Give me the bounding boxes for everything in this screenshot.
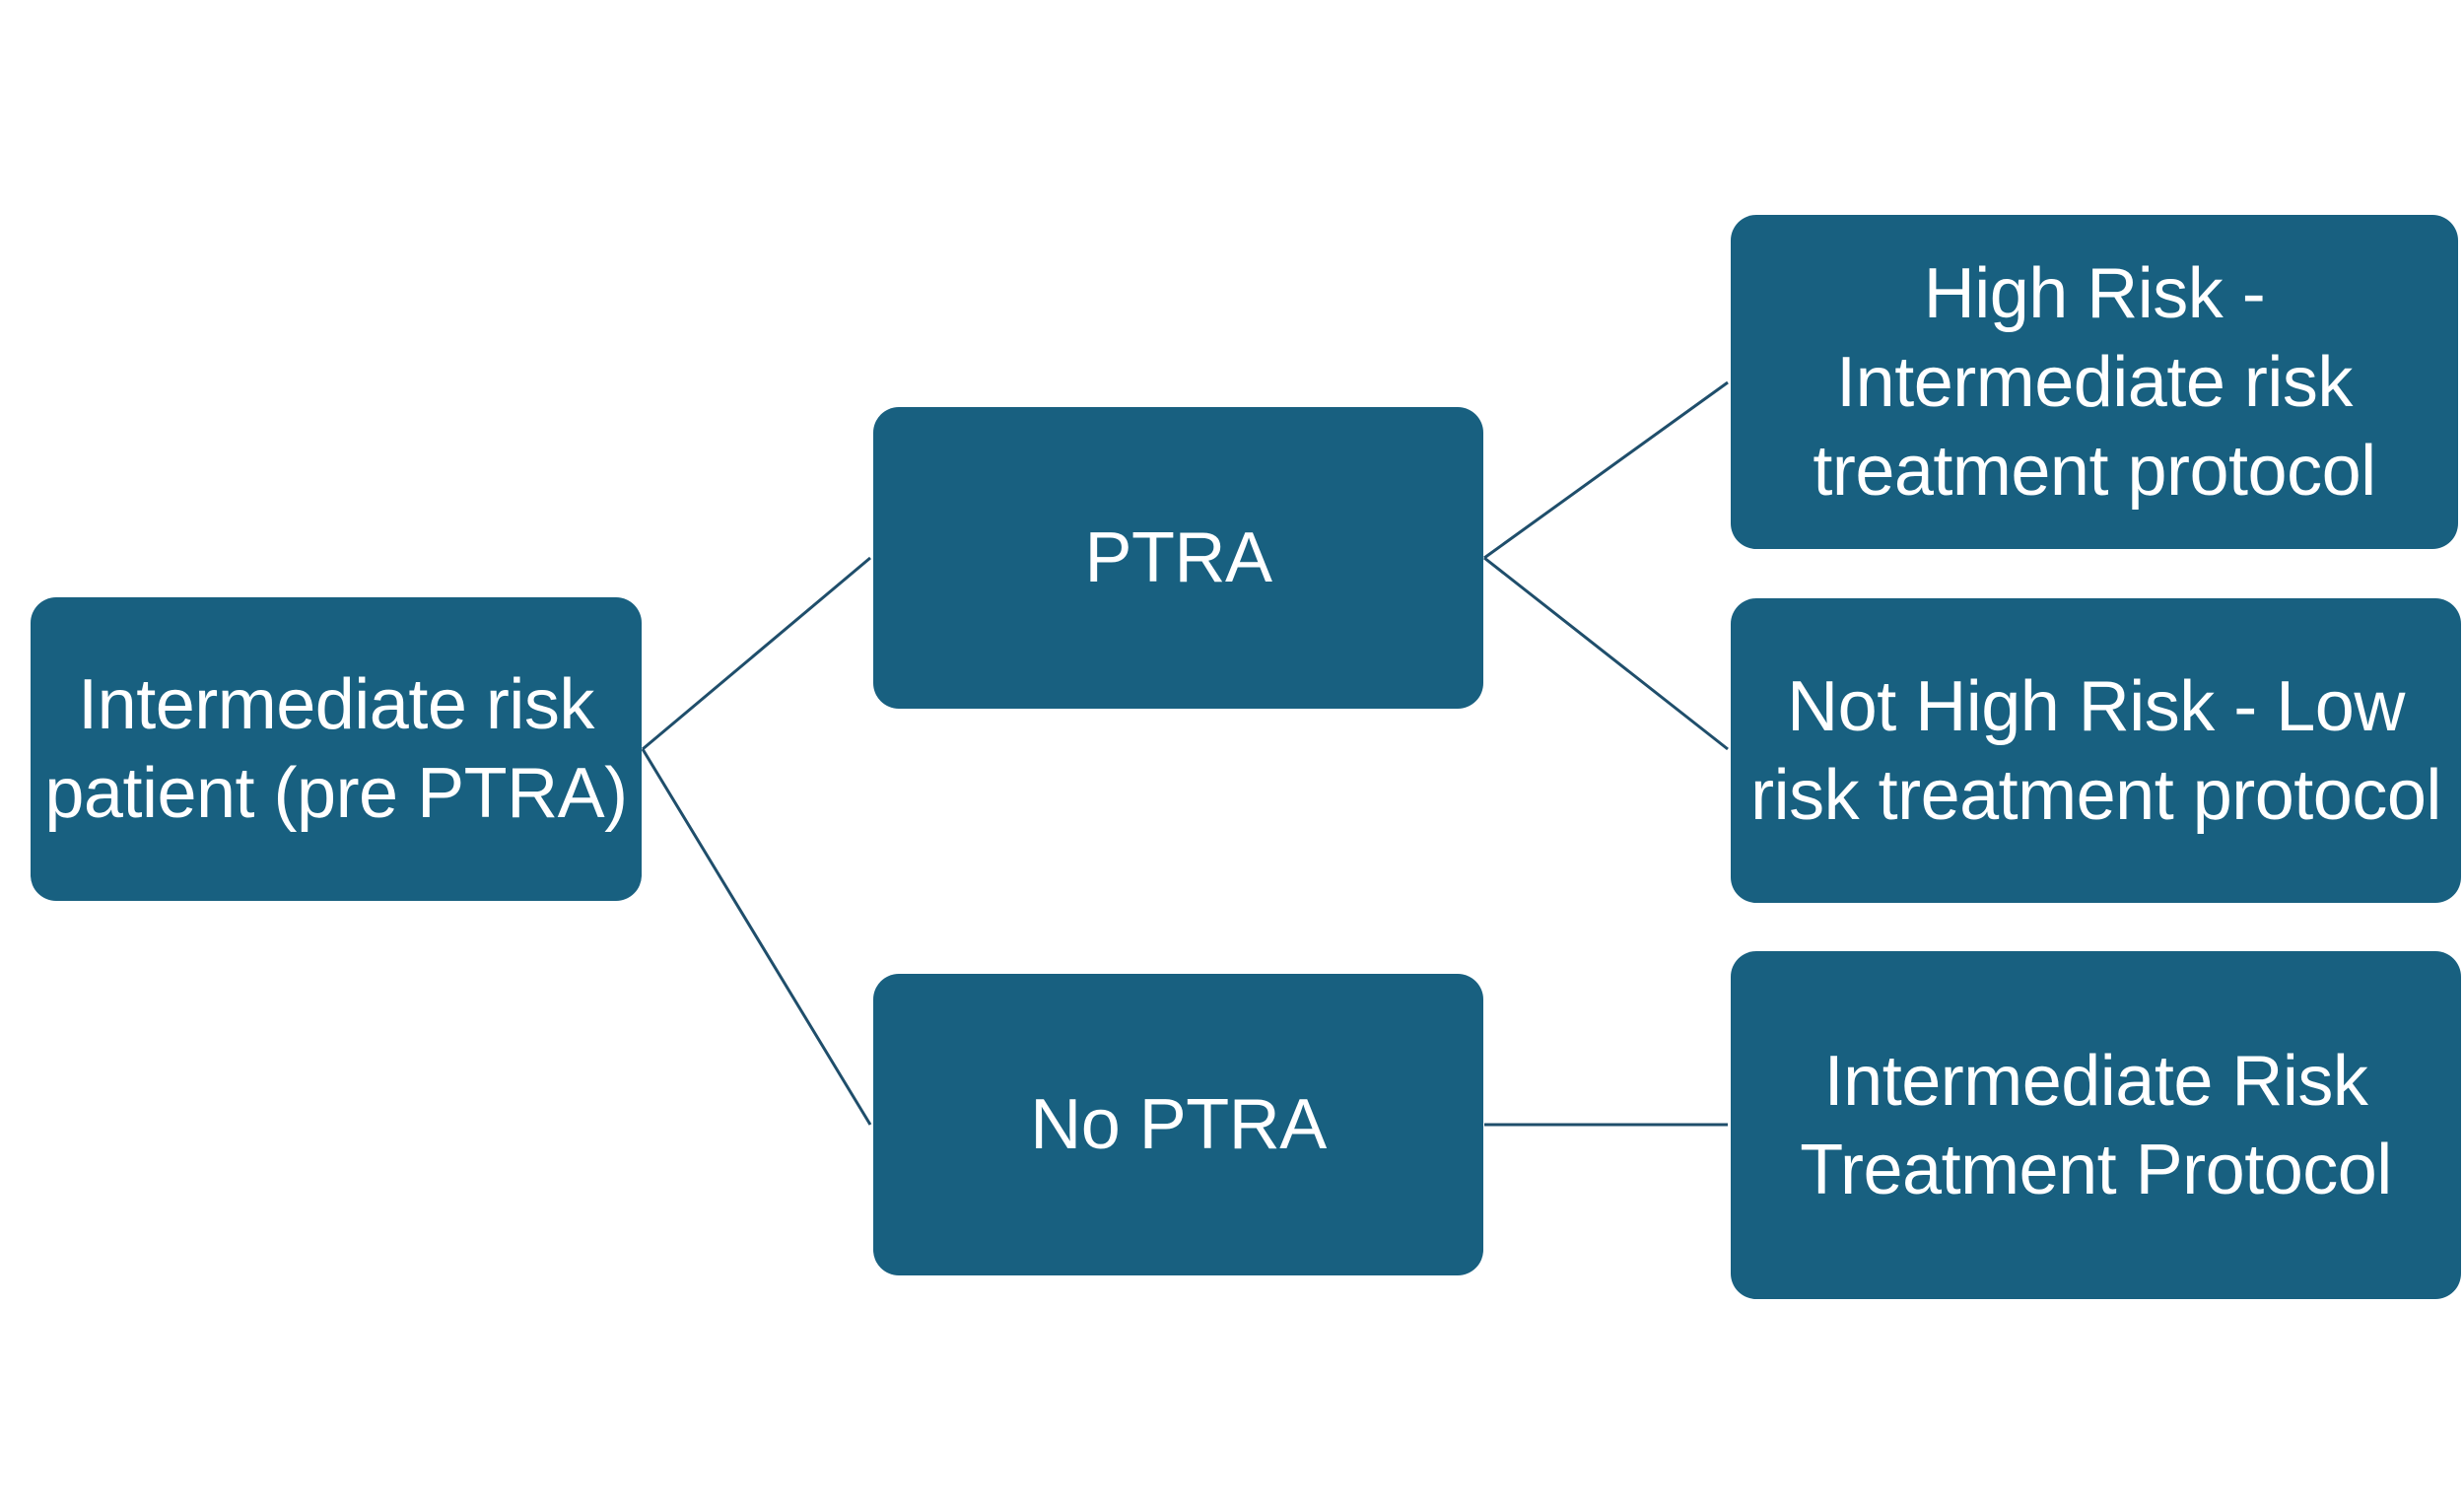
node-intermediate-risk-patient: Intermediate risk patient (pre PTRA) bbox=[31, 597, 642, 901]
node-label: Intermediate risk patient (pre PTRA) bbox=[44, 665, 628, 833]
node-intermediate-risk-protocol: Intermediate Risk Treatment Protocol bbox=[1731, 951, 2461, 1299]
node-no-ptra: No PTRA bbox=[873, 974, 1483, 1275]
node-ptra: PTRA bbox=[873, 407, 1483, 709]
node-label: High Risk - Intermediate risk treatment … bbox=[1813, 253, 2376, 511]
node-high-risk: High Risk - Intermediate risk treatment … bbox=[1731, 215, 2458, 549]
node-label: Not High Risk - Low risk treatment proto… bbox=[1750, 666, 2441, 835]
connector-ptra-to-high-risk bbox=[1483, 380, 1729, 560]
node-label: No PTRA bbox=[1030, 1085, 1327, 1164]
connector-root-to-ptra bbox=[642, 556, 871, 751]
node-not-high-risk: Not High Risk - Low risk treatment proto… bbox=[1731, 598, 2461, 903]
connector-root-to-no-ptra bbox=[641, 748, 872, 1126]
node-label: Intermediate Risk Treatment Protocol bbox=[1800, 1041, 2392, 1209]
node-label: PTRA bbox=[1084, 518, 1272, 597]
connector-ptra-to-not-high-risk bbox=[1483, 556, 1729, 751]
